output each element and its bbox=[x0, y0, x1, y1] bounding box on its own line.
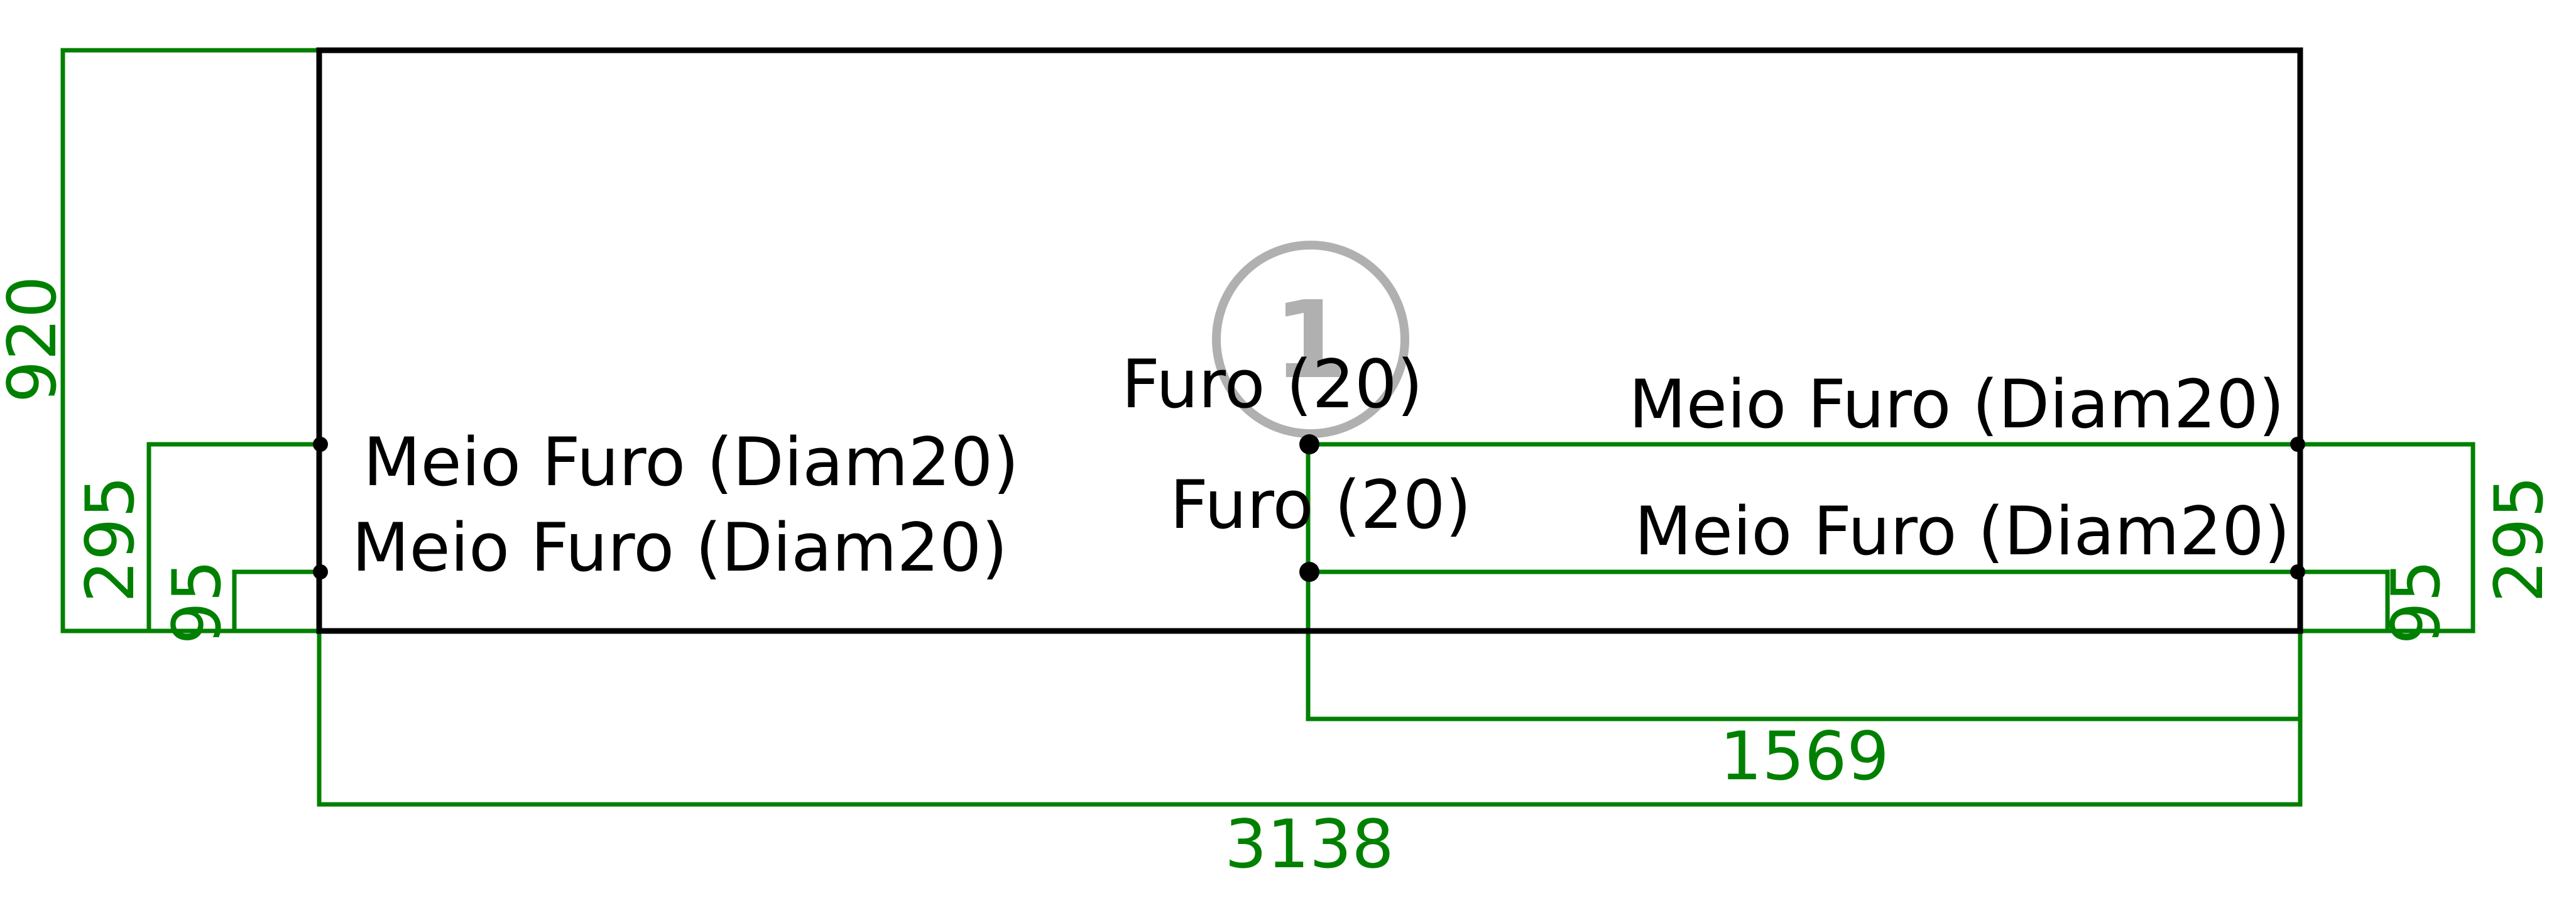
hole-label: Meio Furo (Diam20) bbox=[352, 509, 1008, 586]
hole-marker bbox=[2290, 437, 2305, 452]
hole-marker bbox=[1299, 434, 1319, 454]
hole-marker bbox=[2290, 564, 2305, 579]
part-number: 1 bbox=[1274, 278, 1348, 403]
hole-label: Meio Furo (Diam20) bbox=[1634, 493, 2290, 570]
dim-line-left-95 bbox=[232, 569, 319, 631]
hole-markers bbox=[313, 434, 2305, 582]
panel-outline bbox=[316, 47, 2303, 634]
dim-line-total-height bbox=[60, 48, 319, 633]
hole-label: Furo (20) bbox=[1122, 346, 1423, 423]
hole-marker bbox=[1299, 562, 1319, 582]
dim-label-right-295: 295 bbox=[2480, 476, 2558, 603]
dim-label-left-295: 295 bbox=[72, 476, 149, 603]
hole-marker bbox=[313, 564, 328, 579]
hole-label: Meio Furo (Diam20) bbox=[1629, 366, 2284, 443]
hole-marker bbox=[313, 437, 328, 452]
hole-label: Meio Furo (Diam20) bbox=[363, 424, 1019, 501]
dimension-lines bbox=[60, 48, 2475, 807]
dim-label-total-height: 920 bbox=[0, 276, 71, 403]
hole-labels: Meio Furo (Diam20) Meio Furo (Diam20) Fu… bbox=[352, 346, 2290, 586]
dim-line-right-95 bbox=[1308, 569, 2390, 631]
dim-label-hole-x: 1569 bbox=[1720, 718, 1889, 795]
dim-label-left-95: 95 bbox=[158, 560, 236, 645]
dim-line-left-295 bbox=[146, 442, 319, 631]
dim-label-right-95: 95 bbox=[2377, 560, 2455, 645]
part-marker: 1 bbox=[1212, 241, 1409, 438]
dimension-labels: 920 295 95 1569 3138 95 295 bbox=[0, 276, 2558, 883]
part-marker-circle bbox=[1212, 241, 1409, 438]
hole-label: Furo (20) bbox=[1170, 466, 1471, 544]
dim-label-total-width: 3138 bbox=[1225, 806, 1394, 883]
